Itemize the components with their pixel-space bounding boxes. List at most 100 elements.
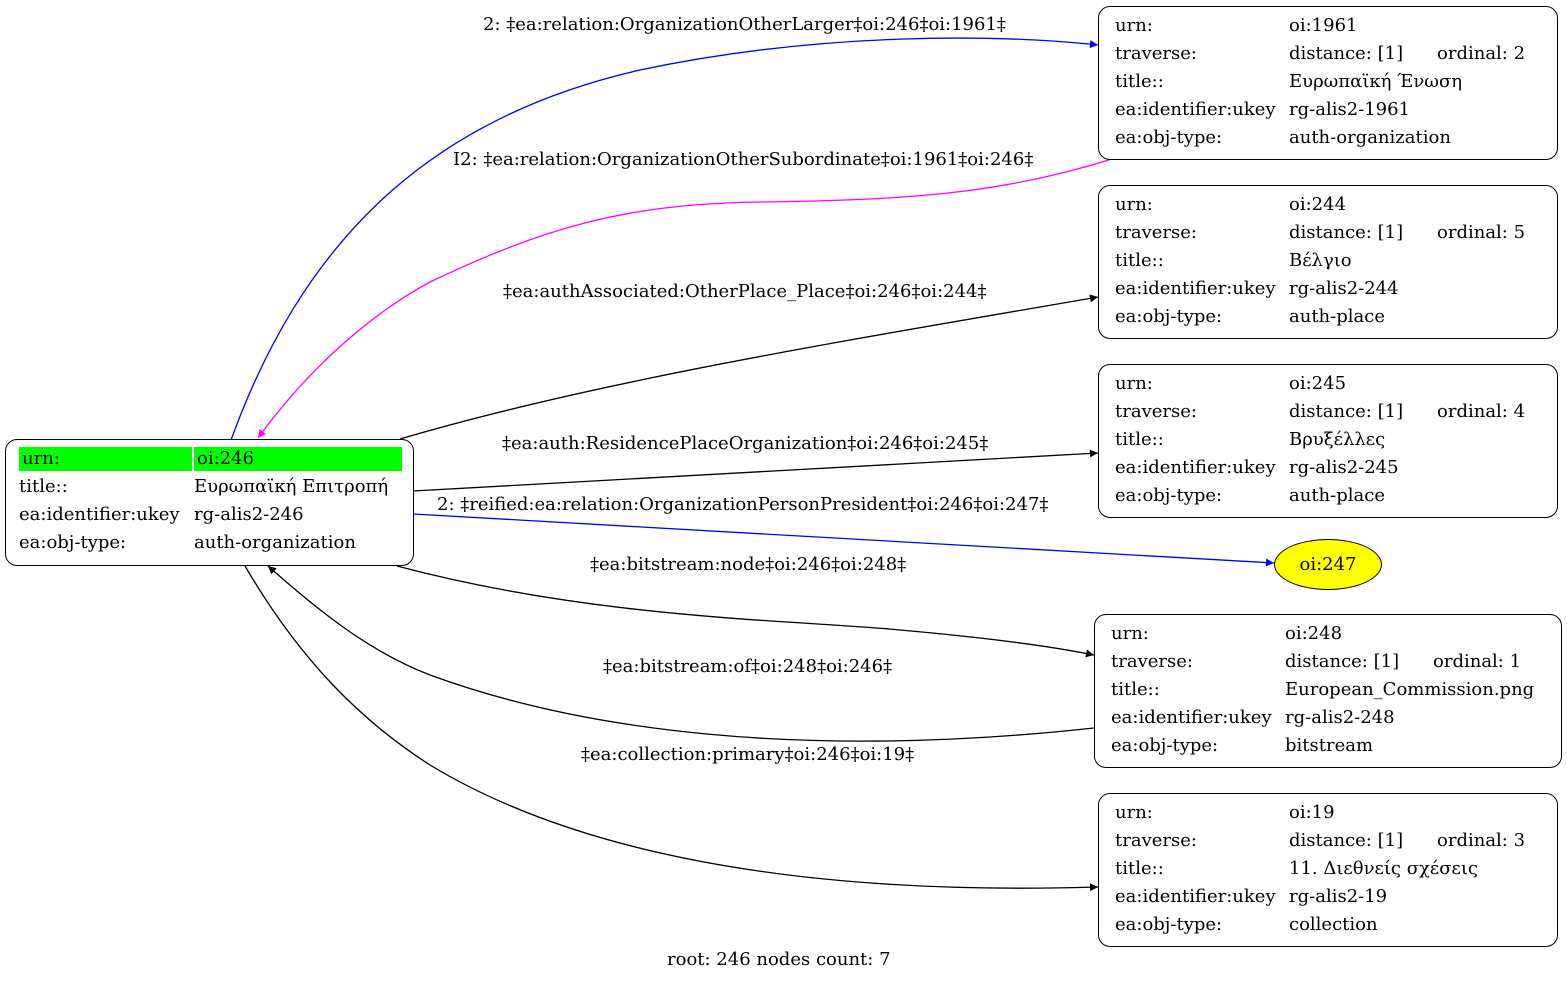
field-value: auth-organization <box>1289 127 1451 148</box>
edge-oi246-to-oi1961 <box>230 37 1099 441</box>
node-row: traverse:distance: [1]ordinal: 4 <box>1099 398 1557 426</box>
root-node-row: ea:obj-type:auth-organization <box>6 529 413 557</box>
field-value: collection <box>1289 914 1378 935</box>
field-value: distance: [1] <box>1289 222 1404 243</box>
edge-label-bitstream-of: ‡ea:bitstream:of‡oi:248‡oi:246‡ <box>603 656 893 677</box>
field-value: Ευρωπαϊκή Ένωση <box>1289 71 1463 92</box>
root-node-row: urn:oi:246 <box>6 445 413 473</box>
field-value: European_Commission.png <box>1285 679 1535 700</box>
root-node-row: title::Ευρωπαϊκή Επιτροπή <box>6 473 413 501</box>
field-value: distance: [1] <box>1289 43 1404 64</box>
field-key: ea:identifier:ukey <box>1115 457 1276 478</box>
field-key: title:: <box>1115 429 1164 450</box>
node-row: title::Βρυξέλλες <box>1099 426 1557 454</box>
node-row: ea:obj-type: auth-organization <box>1099 124 1557 152</box>
node-row: ea:identifier:ukey rg-alis2-244 <box>1099 275 1557 303</box>
field-value: distance: [1] <box>1285 651 1400 672</box>
edge-oi246-to-oi19 <box>244 565 1099 892</box>
node-row: ea:obj-type: collection <box>1099 911 1557 939</box>
field-value: auth-place <box>1289 306 1385 327</box>
node-row: urn: oi:244 <box>1099 191 1557 219</box>
edge-label-other-place: ‡ea:authAssociated:OtherPlace_Place‡oi:2… <box>503 281 987 302</box>
field-key: ea:obj-type: <box>1115 306 1223 327</box>
field-value: rg-alis2-248 <box>1285 707 1395 728</box>
node-oi244[interactable]: urn: oi:244 traverse: distance: [1] ordinal:… <box>1098 185 1558 339</box>
field-key: urn: <box>19 447 192 471</box>
field-extra: ordinal: 5 <box>1437 222 1526 243</box>
node-row: ea:identifier:ukey rg-alis2-245 <box>1099 454 1557 482</box>
node-row: ea:obj-type: auth-place <box>1099 303 1557 331</box>
field-extra: ordinal: 2 <box>1437 43 1526 64</box>
field-value: rg-alis2-246 <box>194 504 304 525</box>
field-key: urn: <box>1115 194 1153 215</box>
field-key: traverse: <box>1115 222 1197 243</box>
field-key: title:: <box>1115 250 1164 271</box>
field-key: ea:identifier:ukey <box>1115 278 1276 299</box>
edge-oi1961-to-oi246 <box>257 157 1116 439</box>
field-value: 11. Διεθνείς σχέσεις <box>1289 858 1478 879</box>
field-value: distance: [1] <box>1289 830 1404 851</box>
field-value: rg-alis2-244 <box>1289 278 1399 299</box>
field-key: title:: <box>19 476 68 497</box>
node-row: title::11. Διεθνείς σχέσεις <box>1099 855 1557 883</box>
field-key: urn: <box>1115 15 1153 36</box>
field-value: oi:1961 <box>1289 15 1358 36</box>
field-key: traverse: <box>1111 651 1193 672</box>
edge-label-collection-primary: ‡ea:collection:primary‡oi:246‡oi:19‡ <box>581 744 915 765</box>
field-value: oi:245 <box>1289 373 1347 394</box>
node-row: ea:obj-type:auth-place <box>1099 482 1557 510</box>
field-key: ea:obj-type: <box>1115 914 1223 935</box>
node-row: ea:obj-type: bitstream <box>1095 732 1561 760</box>
field-value: oi:19 <box>1289 802 1335 823</box>
field-key: traverse: <box>1115 830 1197 851</box>
field-value: Βρυξέλλες <box>1289 429 1386 450</box>
edge-oi248-to-oi246 <box>267 565 1095 742</box>
edge-oi246-to-oi245 <box>412 449 1099 492</box>
ellipse-node-oi247[interactable]: oi:247 <box>1274 539 1382 590</box>
node-row: traverse: distance: [1] ordinal: 2 <box>1099 40 1557 68</box>
node-oi1961[interactable]: urn: oi:1961 traverse: distance: [1] ordinal… <box>1098 6 1558 160</box>
field-value: rg-alis2-245 <box>1289 457 1399 478</box>
field-value: rg-alis2-19 <box>1289 886 1388 907</box>
field-key: ea:obj-type: <box>1111 735 1219 756</box>
field-value: Βέλγιο <box>1289 250 1352 271</box>
field-key: ea:identifier:ukey <box>19 504 180 525</box>
edge-label-organization-other-subordinate: I2: ‡ea:relation:OrganizationOtherSubord… <box>453 149 1034 170</box>
node-row: traverse: distance: [1] ordinal: 1 <box>1095 648 1561 676</box>
root-node-row: ea:identifier:ukey rg-alis2-246 <box>6 501 413 529</box>
node-row: urn: oi:1961 <box>1099 12 1557 40</box>
field-key: urn: <box>1115 802 1153 823</box>
graph-footer: root: 246 nodes count: 7 <box>667 949 891 970</box>
edge-oi246-to-oi247 <box>412 513 1275 567</box>
node-row: traverse: distance: [1] ordinal: 5 <box>1099 219 1557 247</box>
edge-label-residence-place: ‡ea:auth:ResidencePlaceOrganization‡oi:2… <box>502 433 989 454</box>
field-key: urn: <box>1111 623 1149 644</box>
edge-oi246-to-oi248 <box>396 565 1095 658</box>
field-key: ea:obj-type: <box>19 532 127 553</box>
edge-label-bitstream-node: ‡ea:bitstream:node‡oi:246‡oi:248‡ <box>590 554 907 575</box>
field-value: oi:248 <box>1285 623 1343 644</box>
node-row: urn: oi:19 <box>1099 799 1557 827</box>
field-value: oi:244 <box>1289 194 1347 215</box>
field-value: Ευρωπαϊκή Επιτροπή <box>194 476 389 497</box>
field-value: rg-alis2-1961 <box>1289 99 1411 120</box>
field-key: title:: <box>1111 679 1160 700</box>
edge-label-person-president: 2: ‡reified:ea:relation:OrganizationPers… <box>437 494 1049 515</box>
field-key: title:: <box>1115 71 1164 92</box>
node-row: urn: oi:248 <box>1095 620 1561 648</box>
edge-oi246-to-oi244 <box>399 294 1099 440</box>
field-key: ea:obj-type: <box>1115 127 1223 148</box>
field-value: distance: [1] <box>1289 401 1404 422</box>
field-value: bitstream <box>1285 735 1374 756</box>
field-key: ea:identifier:ukey <box>1111 707 1272 728</box>
field-value: auth-place <box>1289 485 1385 506</box>
field-extra: ordinal: 1 <box>1433 651 1522 672</box>
node-oi248[interactable]: urn: oi:248 traverse: distance: [1] ordinal:… <box>1094 614 1562 768</box>
field-key: traverse: <box>1115 43 1197 64</box>
